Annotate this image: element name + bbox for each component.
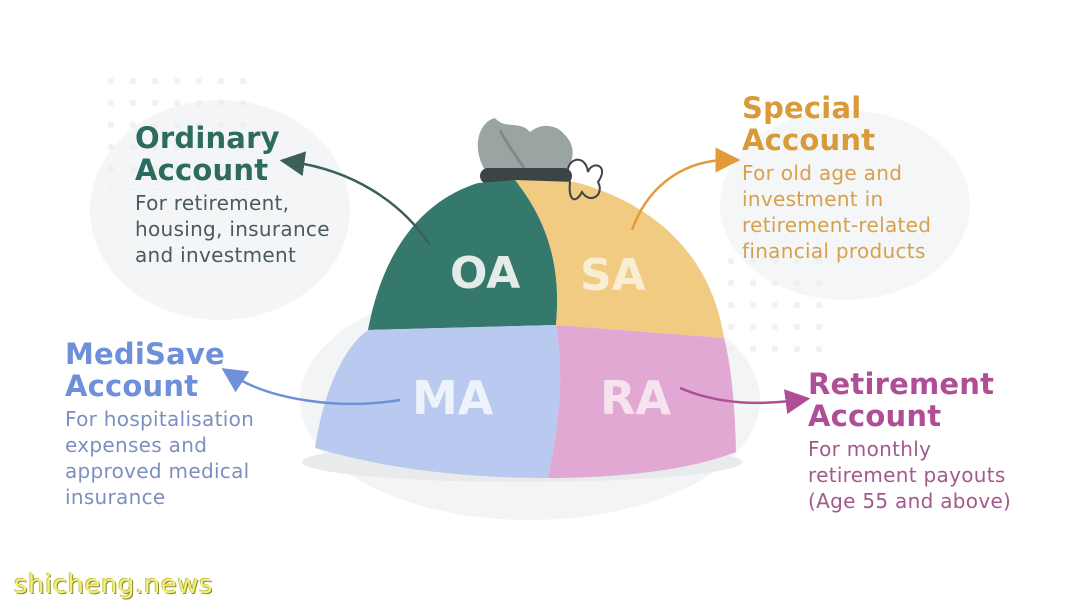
arrow-sa — [630, 147, 741, 231]
ordinary-account-block: Ordinary Account For retirement, housing… — [135, 122, 395, 268]
retirement-account-description: For monthly retirement payouts (Age 55 a… — [808, 436, 1068, 514]
desc-line: (Age 55 and above) — [808, 489, 1012, 513]
title-line: Ordinary — [135, 121, 280, 155]
bag-ribbon — [566, 158, 604, 201]
retirement-account-block: Retirement Account For monthly retiremen… — [808, 368, 1068, 514]
bag-section-oa — [368, 180, 558, 330]
medisave-account-description: For hospitalisation expenses and approve… — [65, 406, 325, 510]
desc-line: insurance — [65, 485, 166, 509]
desc-line: investment in — [742, 187, 884, 211]
bag-section-sa — [515, 180, 724, 338]
desc-line: housing, insurance — [135, 217, 330, 241]
desc-line: For hospitalisation — [65, 407, 255, 431]
desc-line: approved medical — [65, 459, 250, 483]
ordinary-account-description: For retirement, housing, insurance and i… — [135, 190, 395, 268]
special-account-description: For old age and investment in retirement… — [742, 160, 1002, 264]
bag-tie — [480, 168, 572, 184]
desc-line: and investment — [135, 243, 297, 267]
section-label-oa: OA — [450, 248, 520, 299]
desc-line: retirement-related — [742, 213, 932, 237]
title-line: Special — [742, 91, 862, 125]
desc-line: retirement payouts — [808, 463, 1006, 487]
bag-section-ra — [548, 325, 736, 478]
desc-line: expenses and — [65, 433, 208, 457]
special-account-title: Special Account — [742, 92, 1002, 156]
medisave-account-title: MediSave Account — [65, 338, 325, 402]
special-account-block: Special Account For old age and investme… — [742, 92, 1002, 264]
arrow-oa — [279, 151, 432, 246]
section-label-ra: RA — [600, 371, 671, 425]
arrow-ma — [221, 368, 401, 406]
title-line: Retirement — [808, 367, 995, 401]
arrow-ra — [679, 386, 811, 415]
title-line: Account — [742, 123, 876, 157]
background-dots — [720, 250, 830, 360]
section-label-ma: MA — [412, 371, 494, 425]
ordinary-account-title: Ordinary Account — [135, 122, 395, 186]
title-line: Account — [65, 369, 199, 403]
desc-line: For monthly — [808, 437, 932, 461]
retirement-account-title: Retirement Account — [808, 368, 1068, 432]
title-line: Account — [808, 399, 942, 433]
watermark: shicheng.news — [14, 570, 214, 600]
bag-section-ma — [315, 325, 561, 478]
desc-line: For retirement, — [135, 191, 290, 215]
desc-line: For old age and — [742, 161, 903, 185]
section-label-sa: SA — [580, 250, 646, 301]
background-dots — [100, 70, 250, 190]
medisave-account-block: MediSave Account For hospitalisation exp… — [65, 338, 325, 510]
title-line: MediSave — [65, 337, 225, 371]
desc-line: financial products — [742, 239, 926, 263]
title-line: Account — [135, 153, 269, 187]
